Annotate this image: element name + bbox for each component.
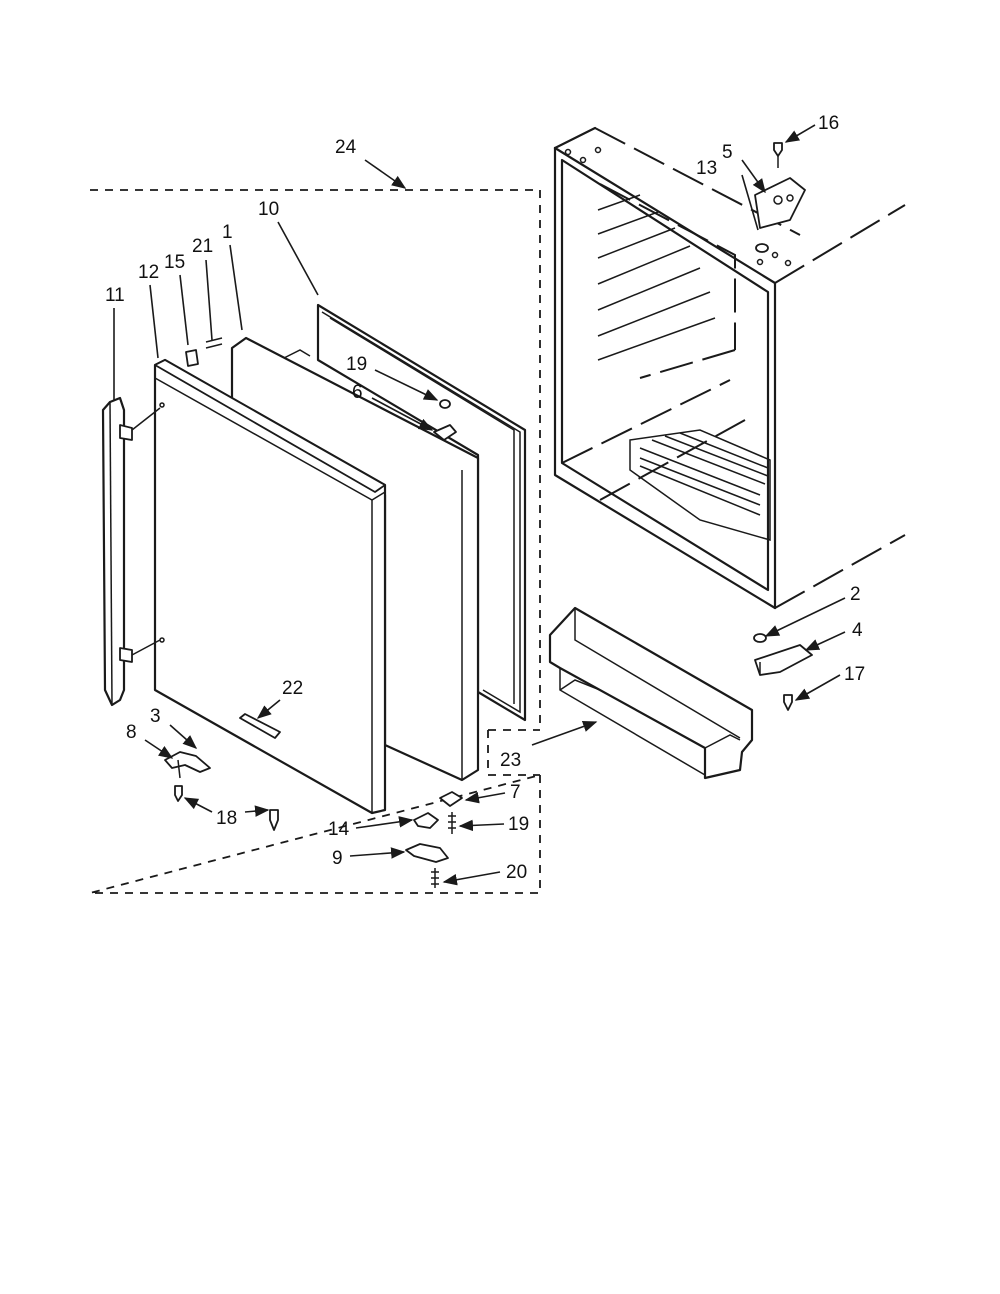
door-handle — [101, 396, 165, 707]
door-cam — [413, 812, 439, 829]
callout-7: 7 — [510, 782, 521, 803]
callout-12: 12 — [138, 262, 159, 283]
door-bin — [548, 606, 754, 780]
hinge-screw-top — [773, 142, 783, 168]
door-top-trim — [154, 359, 386, 493]
callout-22: 22 — [282, 678, 303, 699]
callout-16: 16 — [818, 113, 839, 134]
callout-9: 9 — [332, 848, 343, 869]
callout-23: 23 — [500, 750, 521, 771]
hinge-nut — [753, 633, 767, 643]
hinge-spacer — [755, 243, 769, 253]
callout-21: 21 — [192, 236, 213, 257]
callout-10: 10 — [258, 199, 279, 220]
callout-15: 15 — [164, 252, 185, 273]
handle-screws — [205, 337, 223, 349]
handle-mount-block — [185, 349, 199, 367]
callout-4: 4 — [852, 620, 863, 641]
door-pin-lower — [448, 812, 456, 834]
callout-14: 14 — [328, 819, 350, 840]
door-stop-bracket — [433, 424, 457, 441]
callout-2: 2 — [850, 584, 861, 605]
hinge-screw-bottom — [783, 694, 793, 711]
bottom-hinge — [754, 644, 813, 676]
bottom-door-bracket — [439, 791, 463, 807]
callout-17: 17 — [844, 664, 865, 685]
callout-19-upper: 19 — [346, 354, 367, 375]
door-hinge-pin-upper — [439, 399, 451, 409]
callout-18: 18 — [216, 808, 237, 829]
callout-8: 8 — [126, 722, 137, 743]
callout-11: 11 — [105, 285, 125, 306]
rating-label — [239, 713, 281, 739]
callout-6: 6 — [352, 382, 363, 403]
callout-19-lower: 19 — [508, 814, 529, 835]
callout-13: 13 — [696, 158, 717, 179]
leader-lines — [113, 124, 846, 886]
top-hinge — [754, 177, 806, 229]
door-screw-lower — [431, 868, 439, 888]
door-assembly-boundary — [89, 189, 541, 894]
callout-24: 24 — [335, 137, 357, 158]
callout-3: 3 — [150, 706, 161, 727]
callout-5: 5 — [722, 142, 733, 163]
door-screws — [174, 785, 279, 831]
cabinet — [553, 126, 906, 610]
door-closer-lower — [405, 843, 449, 863]
callout-20: 20 — [506, 862, 527, 883]
callout-1: 1 — [222, 222, 233, 243]
door-closer — [164, 751, 211, 779]
callout-labels: 24 10 1 21 15 12 11 19 6 13 5 16 2 4 17 … — [105, 113, 865, 883]
